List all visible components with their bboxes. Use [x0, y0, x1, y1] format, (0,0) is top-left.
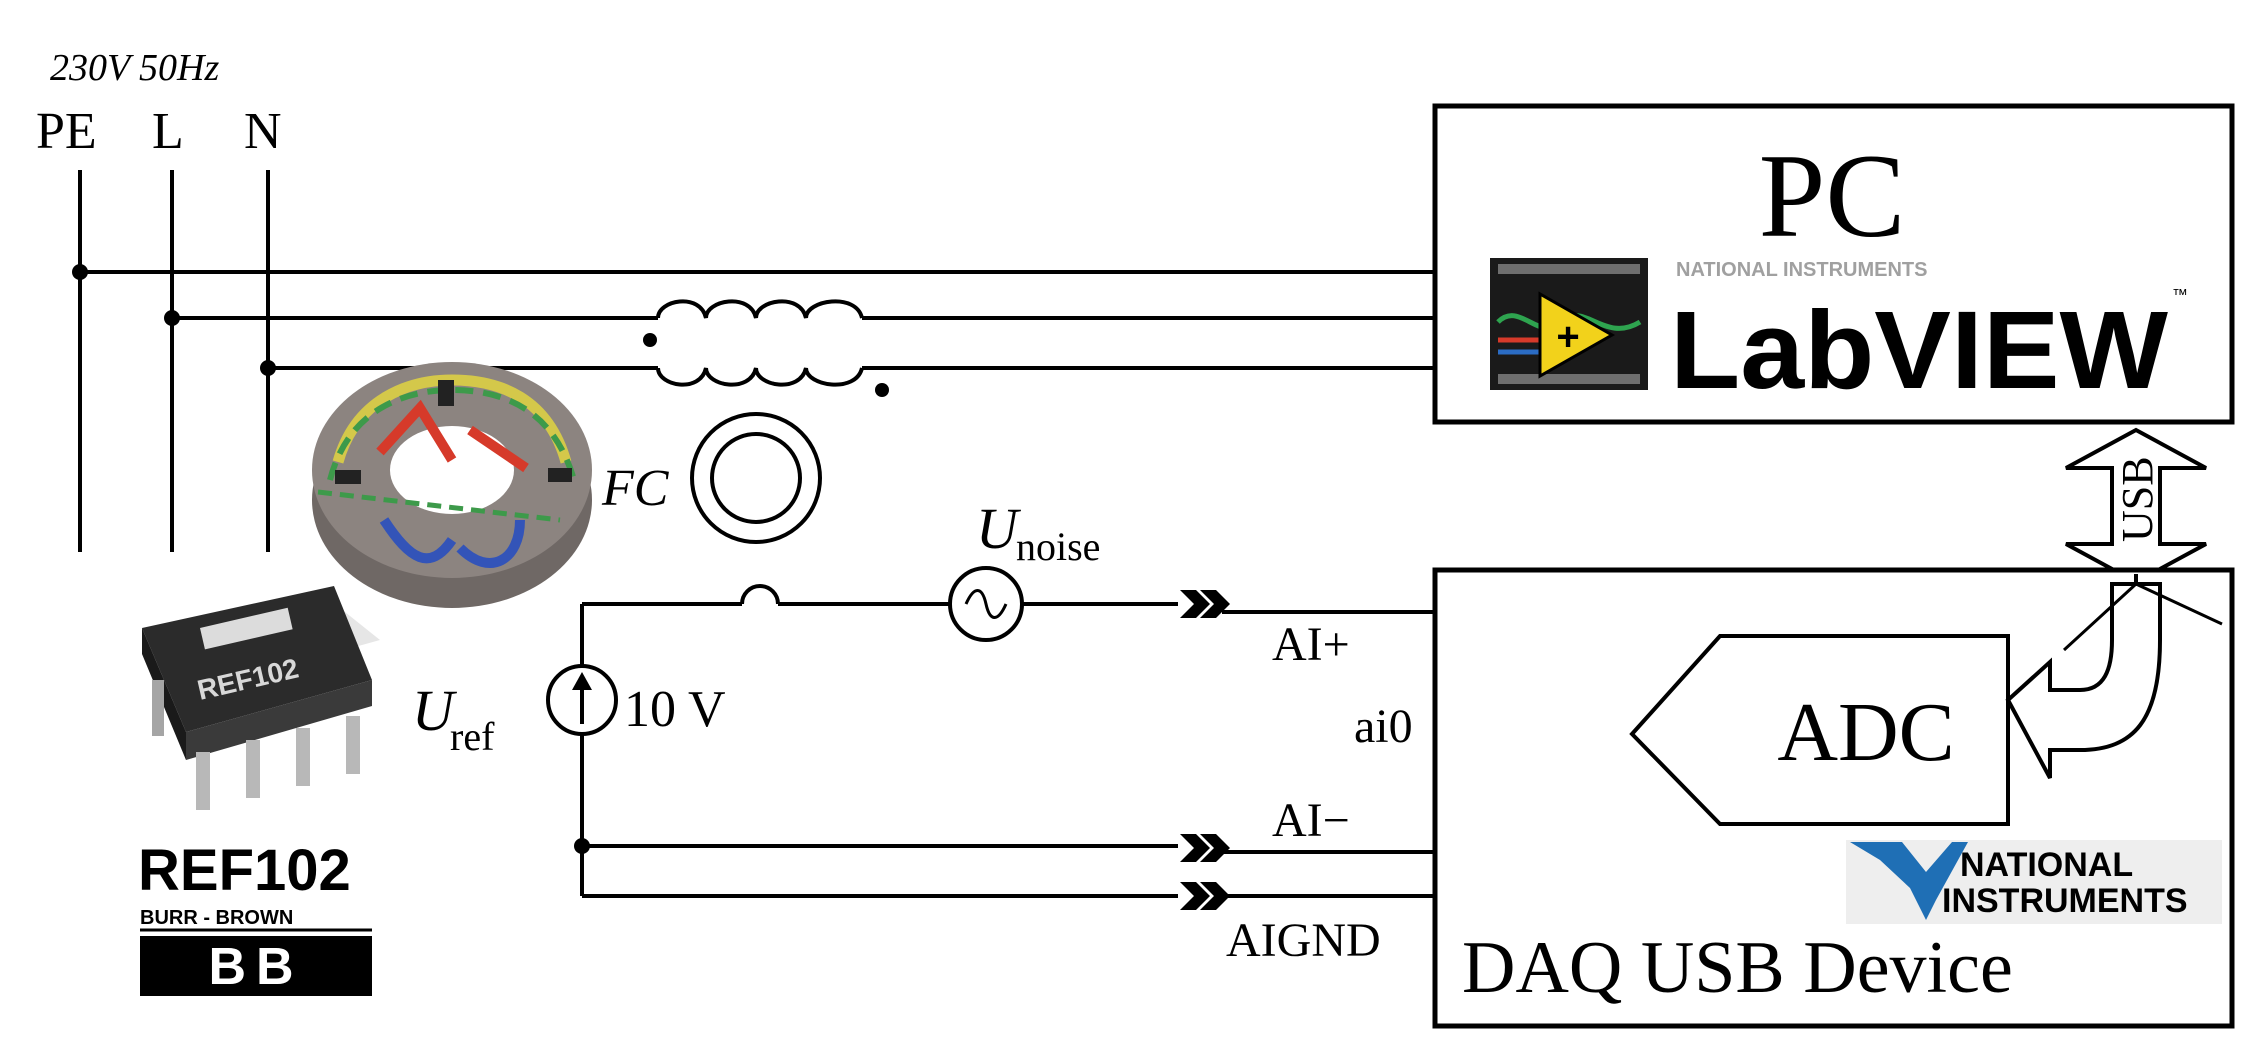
ni-vendor-line2: INSTRUMENTS: [1942, 882, 2188, 920]
n-junction-dot: [260, 360, 276, 376]
lower-choke-winding: [656, 367, 864, 387]
mains-pe-label: PE: [36, 103, 97, 160]
choke-dot-upper: [643, 333, 657, 347]
chip-maker-logo: BB: [208, 938, 303, 996]
ref-subscript: ref: [450, 714, 495, 759]
toroid-core-image: [312, 362, 592, 608]
labview-wordmark: LabVIEW: [1670, 289, 2168, 412]
daq-label: DAQ USB Device: [1462, 927, 2013, 1009]
ref102-chip-image: REF102: [142, 586, 380, 810]
svg-text:+: +: [1556, 315, 1579, 359]
pe-junction-dot: [72, 264, 88, 280]
chip-pin-1: [196, 752, 210, 810]
chip-label: REF102: [138, 838, 351, 903]
burr-brown-logo: BURR - BROWN BB: [140, 907, 372, 996]
source-arrow-head: [572, 672, 592, 690]
ai-plus-label: AI+: [1272, 618, 1350, 671]
ferrite-core-inner-ring: [710, 432, 802, 524]
chip-maker: BURR - BROWN: [140, 907, 293, 929]
aignd-label: AIGND: [1226, 914, 1381, 967]
pc-label: PC: [1759, 129, 1906, 262]
chip-pin-2: [246, 740, 260, 798]
chip-pin-3: [296, 728, 310, 786]
labview-trademark: ™: [2172, 287, 2188, 304]
ai-minus-label: AI−: [1272, 794, 1350, 847]
mains-l-label: L: [152, 103, 184, 160]
mains-spec-label: 230V 50Hz: [50, 47, 219, 89]
ni-vendor-line1: NATIONAL: [1960, 846, 2133, 884]
aignd-connector: [1180, 882, 1230, 910]
ref-value-label: 10 V: [624, 681, 726, 738]
ai0-label: ai0: [1354, 700, 1413, 753]
ni-eagle-icon: [1850, 842, 1968, 920]
adc-label: ADC: [1777, 686, 1954, 779]
noise-symbol: U: [976, 496, 1022, 561]
chip-pin-4: [346, 716, 360, 774]
noise-sine-symbol: [964, 589, 1008, 619]
ferrite-core-label: FC: [601, 460, 670, 517]
adc-block: [1629, 634, 2010, 826]
mains-n-label: N: [244, 103, 282, 160]
labview-vendor: NATIONAL INSTRUMENTS: [1676, 259, 1927, 281]
chip-pin-5: [152, 680, 164, 736]
daq-internal-bus-arrow: [2005, 582, 2162, 779]
ref-crossover-hop: [740, 584, 780, 605]
ai-minus-junction-dot: [574, 838, 590, 854]
usb-arrow-split-left: [2062, 582, 2138, 652]
labview-logo: + NATIONAL INSTRUMENTS LabVIEW ™: [1490, 258, 2188, 412]
l-junction-dot: [164, 310, 180, 326]
usb-label: USB: [2113, 456, 2162, 542]
upper-choke-winding: [656, 299, 864, 319]
ni-logo: NATIONAL INSTRUMENTS: [1846, 840, 2222, 924]
ai-plus-connector: [1180, 590, 1230, 618]
ferrite-core-outer-ring: [690, 412, 822, 544]
ai-minus-connector: [1180, 834, 1230, 862]
usb-arrow-split-right: [2135, 582, 2223, 626]
ref-symbol: U: [412, 678, 458, 743]
noise-subscript: noise: [1016, 524, 1100, 569]
choke-dot-lower: [875, 383, 889, 397]
